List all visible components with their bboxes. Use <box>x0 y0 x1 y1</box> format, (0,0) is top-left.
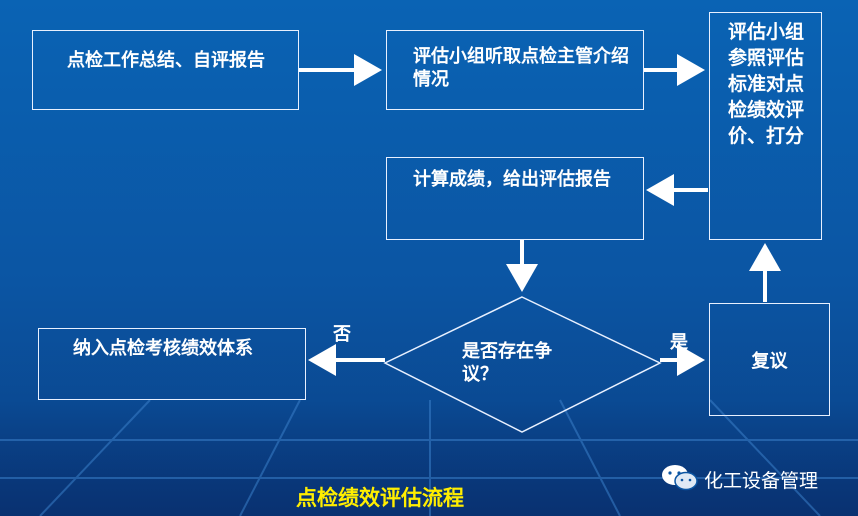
edge-label-no: 否 <box>333 324 351 345</box>
node-listen: 评估小组听取点检主管介绍情况 <box>386 30 644 110</box>
node-include: 纳入点检考核绩效体系 <box>38 328 306 400</box>
background-grid-lines <box>0 399 858 516</box>
node-listen-label: 评估小组听取点检主管介绍情况 <box>413 46 629 90</box>
decision-diamond <box>383 296 662 433</box>
node-self-review: 点检工作总结、自评报告 <box>32 30 299 110</box>
node-review: 复议 <box>709 303 830 416</box>
node-calculate-label: 计算成绩，给出评估报告 <box>413 169 611 190</box>
node-evaluate-label: 评估小组参照评估标准对点检绩效评价、打分 <box>728 21 805 147</box>
decision-label: 是否存在争议？ <box>462 341 552 385</box>
diagram-title: 点检绩效评估流程 <box>296 486 464 510</box>
wechat-icon <box>662 465 698 491</box>
node-self-review-label: 点检工作总结、自评报告 <box>67 50 265 71</box>
node-include-label: 纳入点检考核绩效体系 <box>73 338 253 359</box>
watermark-text: 化工设备管理 <box>704 470 819 492</box>
node-calculate: 计算成绩，给出评估报告 <box>386 157 644 240</box>
node-evaluate: 评估小组参照评估标准对点检绩效评价、打分 <box>709 12 822 240</box>
edge-label-yes: 是 <box>670 332 688 353</box>
node-review-label: 复议 <box>751 351 788 372</box>
